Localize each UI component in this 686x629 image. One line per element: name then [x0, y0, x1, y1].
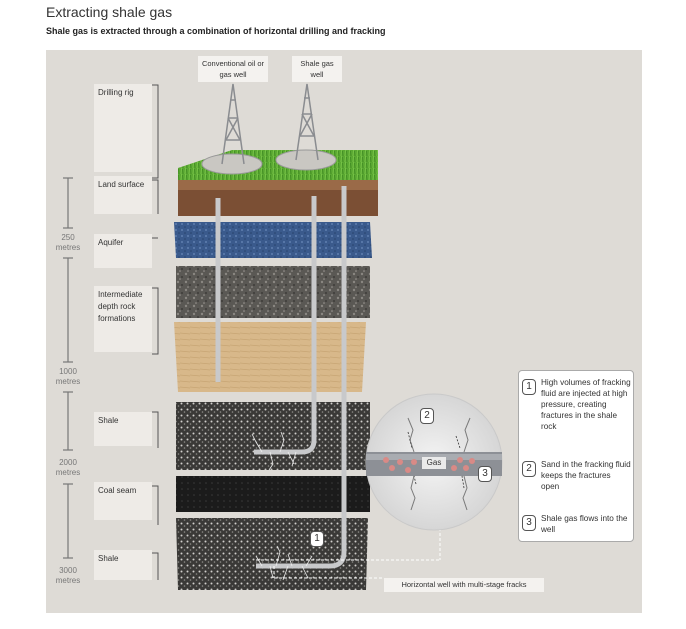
shale-derrick — [295, 83, 319, 161]
conventional-derrick — [221, 83, 245, 165]
shale-lower-layer — [176, 518, 368, 590]
step-3-text: Shale gas flows into the well — [541, 514, 628, 534]
well-pipes — [215, 186, 347, 569]
label-shale-lower: Shale — [94, 550, 152, 580]
shale-well-pad — [275, 149, 337, 171]
intermediate-rock-layer — [176, 266, 370, 318]
gas-bubbles — [383, 457, 475, 473]
dashed-guides — [256, 528, 441, 579]
step-2-number: 2 — [522, 461, 536, 477]
steps-legend: 1 High volumes of fracking fluid are inj… — [518, 370, 634, 542]
coal-layer — [176, 476, 370, 512]
conventional-well-label: Conventional oil or gas well — [198, 56, 268, 82]
label-drilling-rig: Drilling rig — [94, 84, 152, 172]
horizontal-well-label: Horizontal well with multi-stage fracks — [384, 578, 544, 592]
label-intermediate-rock: Intermediate depth rock formations — [94, 286, 152, 352]
label-land-surface: Land surface — [94, 176, 152, 214]
aquifer-layer — [174, 222, 372, 258]
step-2-text: Sand in the fracking fluid keeps the fra… — [541, 460, 631, 491]
step-3-number: 3 — [522, 515, 536, 531]
label-aquifer: Aquifer — [94, 234, 152, 268]
sand-layer — [174, 322, 366, 392]
zoom-step-2-marker: 2 — [420, 408, 434, 424]
shale-upper-layer — [176, 402, 370, 470]
zoom-detail-circle — [365, 393, 503, 531]
conventional-well-pad — [201, 153, 263, 175]
step-1-text: High volumes of fracking fluid are injec… — [541, 378, 631, 431]
depth-scale-lines — [63, 177, 73, 559]
zoom-step-3-marker: 3 — [478, 466, 492, 482]
page-subtitle: Shale gas is extracted through a combina… — [46, 26, 386, 36]
label-coal-seam: Coal seam — [94, 482, 152, 520]
label-shale-upper: Shale — [94, 412, 152, 446]
page-title: Extracting shale gas — [46, 4, 173, 20]
well-step-1-marker: 1 — [310, 531, 324, 547]
fracture-lines — [251, 431, 313, 581]
step-1-number: 1 — [522, 379, 536, 395]
label-brackets — [152, 84, 159, 580]
gas-label: Gas — [422, 457, 446, 469]
shale-well-label: Shale gas well — [292, 56, 342, 82]
